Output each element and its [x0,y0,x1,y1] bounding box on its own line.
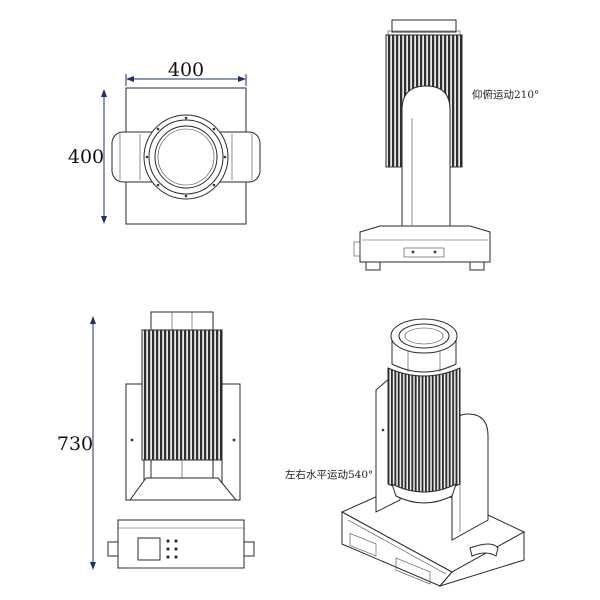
top-view-lens [154,125,218,189]
iso-view-lens [398,323,450,349]
side-view [353,19,491,271]
top-view-depth-dimension [101,89,107,224]
front-view-height-label: 730 [57,433,93,455]
front-view-display-screen [137,537,161,561]
side-view-foot-right [469,261,485,271]
front-view-yoke-right [221,383,241,501]
side-view-display-panel [403,247,445,258]
side-view-handle [353,241,361,257]
front-view-finned-head [141,329,223,461]
side-view-tilt-label: 仰俯运动210° [472,88,539,101]
front-view-height-dimension [90,316,96,570]
top-view-bolts [145,116,227,198]
front-view-yoke-left [125,383,145,501]
iso-view-base-side [438,531,525,587]
iso-view-display-panel [349,532,377,557]
top-view-width-dimension [125,74,247,86]
iso-view [340,318,526,587]
front-view-top-cap [150,311,214,331]
iso-view-handle [469,543,499,557]
iso-view-pan-label: 左右水平运动540° [285,468,373,481]
side-view-top-cap [391,19,457,33]
side-view-foot-left [365,261,381,271]
top-view-right-arm [219,131,261,183]
front-view-handle-left [107,541,119,557]
front-view-control-buttons [166,539,178,559]
top-view-head-outer-ring [143,114,229,200]
side-view-base [359,225,491,263]
iso-view-head-collar [391,483,457,504]
top-view-depth-label: 400 [68,146,104,168]
iso-view-finned-head [387,367,461,493]
top-view-width-label: 400 [168,59,204,81]
side-view-yoke-arm [401,85,451,233]
top-view: 400 400 [68,59,261,225]
front-view-base [117,519,245,569]
iso-view-front-panel [395,557,431,585]
front-view-yoke-bottom [129,477,238,501]
front-view [90,311,255,570]
front-view-handle-right [243,541,255,557]
top-view-left-arm [111,131,153,183]
